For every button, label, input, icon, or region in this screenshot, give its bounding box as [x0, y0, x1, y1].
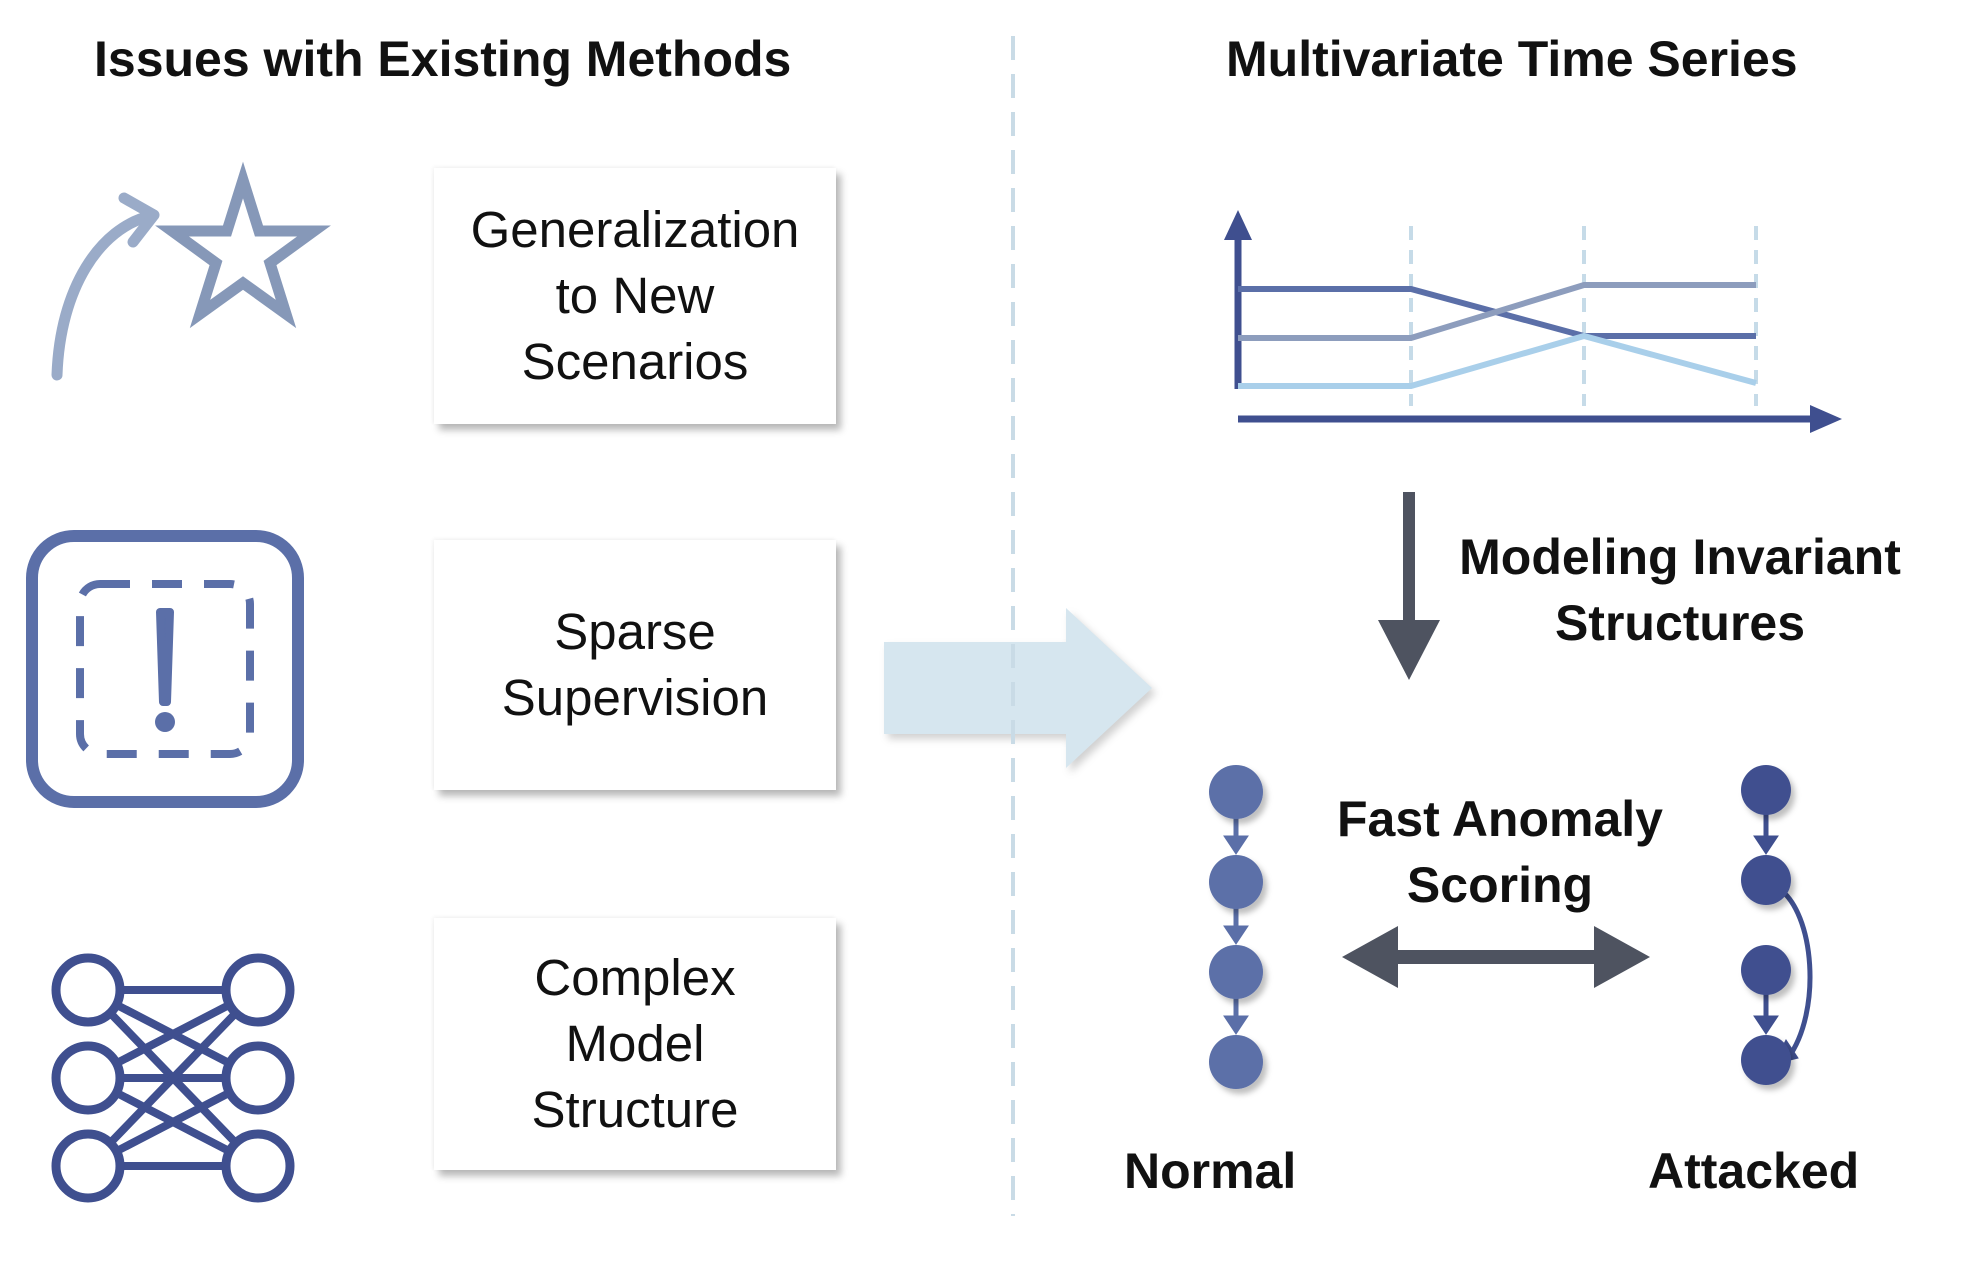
left-panel-title: Issues with Existing Methods — [94, 31, 792, 87]
issue-box-sparse-supervision: Sparse Supervision — [434, 540, 836, 790]
issue-line: Structure — [531, 1081, 739, 1138]
transition-arrow — [884, 608, 1152, 768]
scoring-line: Scoring — [1406, 857, 1594, 913]
issue-line: Complex — [534, 949, 736, 1006]
down-arrow — [1378, 492, 1440, 680]
issue-box-complex-model: Complex Model Structure — [434, 918, 836, 1170]
issue-line: Sparse — [554, 603, 716, 660]
time-series-chart — [1224, 210, 1842, 433]
scoring-line: Fast Anomaly — [1336, 791, 1663, 847]
issue-line: Scenarios — [521, 333, 749, 390]
modeling-line: Modeling Invariant — [1459, 529, 1901, 585]
issue-box-generalization: Generalization to New Scenarios — [434, 168, 836, 424]
normal-label: Normal — [1124, 1143, 1297, 1199]
issue-line: Generalization — [470, 201, 800, 258]
attacked-graph — [1741, 765, 1813, 1085]
modeling-line: Structures — [1554, 595, 1806, 651]
normal-graph — [1209, 765, 1263, 1089]
double-arrow — [1342, 926, 1650, 988]
attacked-label: Attacked — [1648, 1143, 1860, 1199]
issue-line: Supervision — [501, 669, 769, 726]
issue-line: Model — [565, 1015, 705, 1072]
right-panel-title: Multivariate Time Series — [1226, 31, 1798, 87]
exclamation-box-icon — [26, 530, 304, 808]
scoring-label: Fast Anomaly Scoring — [1300, 786, 1700, 918]
modeling-label: Modeling Invariant Structures — [1432, 524, 1928, 656]
panel-divider — [1011, 36, 1015, 1216]
arrow-to-star-icon — [51, 161, 331, 381]
neural-network-icon — [51, 953, 295, 1203]
issue-line: to New — [555, 267, 715, 324]
